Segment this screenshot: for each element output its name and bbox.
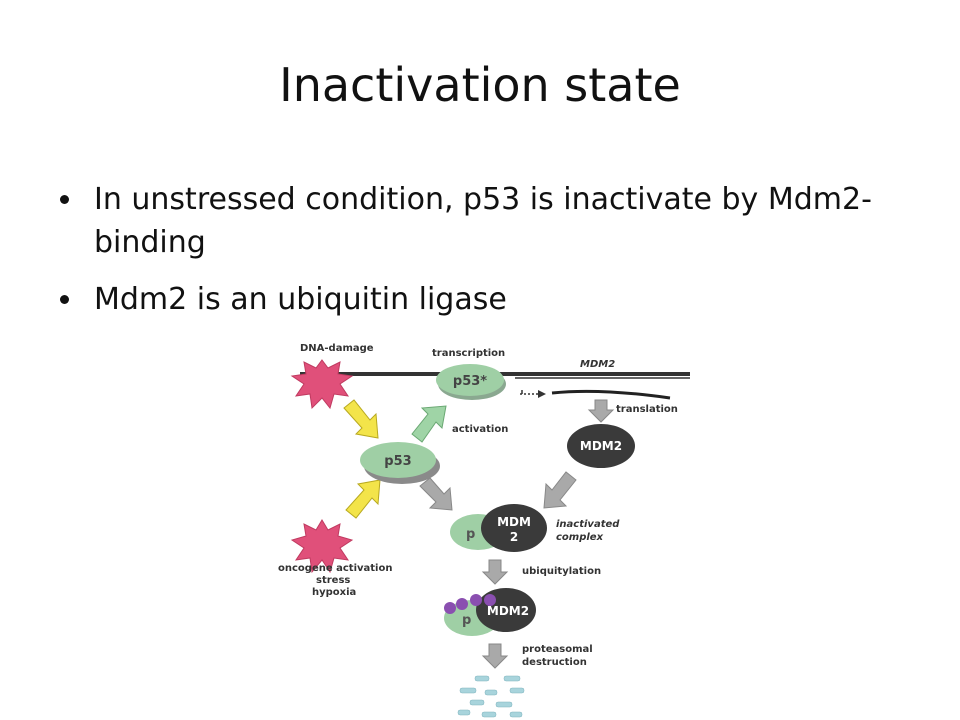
gray-arrow-icon — [543, 471, 577, 509]
activation-arrow-icon — [411, 405, 447, 443]
p53-active-node — [436, 364, 504, 396]
oncogene-stress-star-icon — [290, 519, 354, 574]
ubiq-mdm2-label: MDM2 — [487, 604, 529, 618]
mdm2-node — [567, 424, 635, 468]
bullet-list: In unstressed condition, p53 is inactiva… — [60, 178, 920, 335]
stress-label: stress — [316, 575, 350, 586]
complex-label: complex — [556, 532, 604, 543]
bullet-item: In unstressed condition, p53 is inactiva… — [60, 178, 920, 264]
translation-label: translation — [616, 404, 678, 415]
bullet-item: Mdm2 is an ubiquitin ligase — [60, 278, 920, 321]
mdm2-gene-label: MDM2 — [580, 359, 615, 370]
proteasomal-label: proteasomal — [522, 644, 593, 655]
mdm2-label: MDM2 — [580, 439, 622, 453]
gray-arrow-icon — [419, 477, 453, 511]
dna-damage-star-icon — [290, 359, 354, 410]
hypoxia-label: hypoxia — [312, 587, 356, 598]
oncogene-activation-label: oncogene activation — [278, 563, 392, 574]
dna-damage-label: DNA-damage — [300, 343, 374, 354]
bullet-dot — [60, 295, 69, 304]
peptide-fragments-icon — [457, 675, 525, 718]
bullet-text: Mdm2 is an ubiquitin ligase — [94, 282, 507, 317]
slide-title: Inactivation state — [279, 58, 681, 112]
ubiquitylation-arrow-icon — [481, 559, 509, 585]
complex-p-label: p — [466, 527, 475, 542]
translation-arrow-icon — [587, 399, 615, 423]
p53-mdm2-pathway-diagram: DNA-damage oncogene activation stress hy… — [270, 338, 710, 720]
ubiquitin-chain-icon — [444, 594, 496, 614]
bullet-dot — [60, 195, 69, 204]
complex-2-label: 2 — [510, 530, 518, 544]
yellow-arrow-icon — [343, 399, 379, 439]
mdm2-transcript — [520, 389, 671, 400]
yellow-arrow-icon — [345, 479, 381, 519]
proteasomal-arrow-icon — [481, 643, 509, 669]
complex-mdm2-node — [481, 504, 547, 552]
complex-mdm-label: MDM — [497, 515, 531, 529]
p53-active-label: p53* — [453, 374, 487, 389]
activation-label: activation — [452, 424, 508, 435]
transcription-label: transcription — [432, 348, 505, 359]
ubiq-p-label: p — [462, 613, 471, 628]
p53-label: p53 — [384, 454, 411, 469]
bullet-text: In unstressed condition, p53 is inactiva… — [94, 182, 872, 260]
inactivated-label: inactivated — [556, 519, 620, 530]
ubiquitylation-label: ubiquitylation — [522, 566, 601, 577]
destruction-label: destruction — [522, 657, 587, 668]
p53-node — [360, 442, 436, 478]
